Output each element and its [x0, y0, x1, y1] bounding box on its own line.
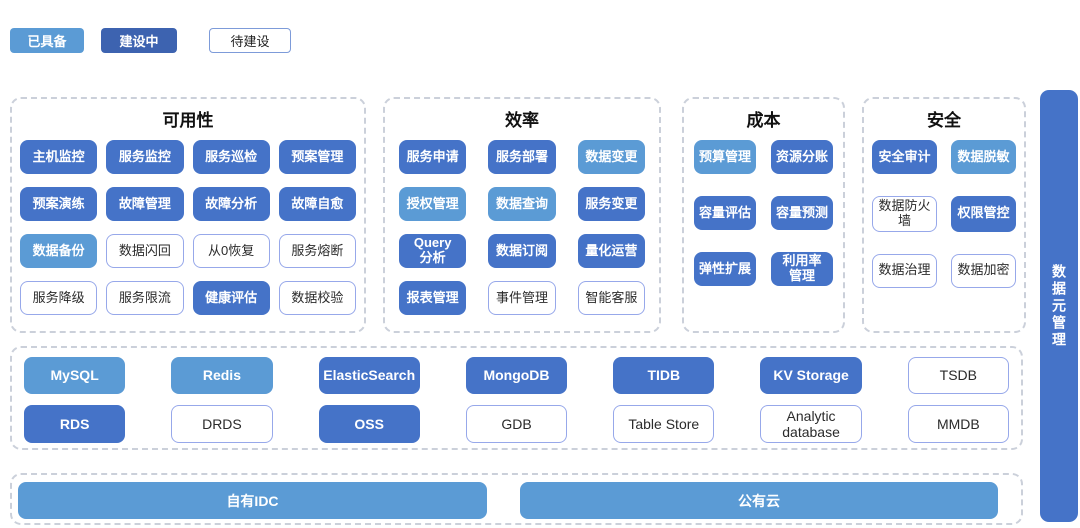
capability-item: 故障自愈: [278, 187, 356, 221]
infrastructure-bar: 自有IDC: [18, 482, 487, 519]
capability-item: 资源分账: [771, 140, 833, 174]
legend: 已具备 建设中 待建设: [10, 28, 291, 53]
legend-ready-chip: 已具备: [10, 28, 84, 53]
section-title-cost: 成本: [746, 111, 781, 130]
capability-item: 服务熔断: [278, 234, 356, 268]
storage-item: KV Storage: [760, 357, 862, 394]
capability-item: 预算管理: [694, 140, 756, 174]
capability-item: 服务巡检: [192, 140, 270, 174]
capability-item: 预案管理: [278, 140, 356, 174]
capability-item: 数据查询: [488, 187, 556, 221]
capability-item: 故障管理: [106, 187, 184, 221]
storage-item: TIDB: [613, 357, 715, 394]
capability-item: 数据校验: [278, 281, 356, 315]
storage-item: Analytic database: [760, 405, 862, 444]
cost-grid: 预算管理资源分账容量评估容量预测弹性扩展利用率 管理: [684, 131, 843, 295]
section-efficiency: 效率 服务申请服务部署数据变更授权管理数据查询服务变更 Query 分析数据订阅量…: [383, 97, 661, 333]
section-title-security: 安全: [927, 111, 961, 130]
capability-item: 从0恢复: [192, 234, 270, 268]
capability-item: 服务限流: [106, 281, 184, 315]
capability-item: 主机监控: [20, 140, 98, 174]
storage-item: DRDS: [171, 405, 273, 444]
efficiency-grid: 服务申请服务部署数据变更授权管理数据查询服务变更 Query 分析数据订阅量化运营…: [385, 131, 659, 324]
storage-item: TSDB: [907, 357, 1009, 394]
storage-item: MongoDB: [465, 357, 568, 394]
meta-data-management-label: 数据元管理: [1051, 263, 1067, 349]
capability-item: 事件管理: [488, 281, 556, 315]
section-infrastructure: 自有IDC 公有云: [10, 473, 1023, 525]
capability-item: 健康评估: [192, 281, 270, 315]
capability-item: 数据脱敏: [951, 140, 1016, 174]
storage-item: OSS: [318, 405, 420, 444]
section-availability: 可用性 主机监控服务监控服务巡检预案管理预案演练故障管理故障分析故障自愈数据备份…: [10, 97, 366, 333]
capability-item: 数据治理: [872, 253, 937, 288]
capability-item: 故障分析: [192, 187, 270, 221]
capability-item: 容量预测: [771, 196, 833, 230]
capability-item: 弹性扩展: [694, 252, 756, 286]
capability-item: 量化运营: [577, 234, 645, 268]
capability-item: 服务申请: [399, 140, 467, 174]
storage-item: MMDB: [907, 405, 1009, 444]
capability-item: 报表管理: [399, 281, 467, 315]
capability-item: Query 分析: [399, 234, 467, 268]
storage-item: Table Store: [613, 405, 715, 444]
storage-grid: MySQL Redis ElasticSearch MongoDB TIDB KV Sto…: [12, 348, 1021, 452]
capability-item: 利用率 管理: [771, 252, 833, 286]
section-title-availability: 可用性: [162, 111, 214, 130]
meta-data-management-bar: 数据元管理: [1040, 90, 1078, 522]
capability-item: 安全审计: [872, 140, 937, 174]
capability-item: 服务变更: [577, 187, 645, 221]
capability-item: 服务降级: [20, 281, 98, 315]
capability-item: 数据闪回: [106, 234, 184, 268]
storage-item: Redis: [171, 357, 273, 394]
capability-item: 数据加密: [951, 253, 1016, 288]
storage-item: GDB: [465, 405, 568, 444]
capability-item: 数据订阅: [488, 234, 556, 268]
capability-item: 数据防火 墙: [872, 196, 937, 232]
security-grid: 安全审计数据脱敏数据防火 墙权限管控数据治理数据加密: [864, 131, 1024, 297]
section-security: 安全 安全审计数据脱敏数据防火 墙权限管控数据治理数据加密: [862, 97, 1026, 333]
capability-item: 权限管控: [951, 196, 1016, 232]
storage-item: MySQL: [24, 357, 126, 394]
section-cost: 成本 预算管理资源分账容量评估容量预测弹性扩展利用率 管理: [682, 97, 845, 333]
storage-item: ElasticSearch: [318, 357, 420, 394]
capability-item: 服务部署: [488, 140, 556, 174]
section-title-efficiency: 效率: [505, 111, 539, 130]
capability-item: 智能客服: [577, 281, 645, 315]
availability-grid: 主机监控服务监控服务巡检预案管理预案演练故障管理故障分析故障自愈数据备份数据闪回…: [12, 131, 364, 324]
legend-planned-chip: 待建设: [209, 28, 291, 53]
capability-item: 授权管理: [399, 187, 467, 221]
infrastructure-bar: 公有云: [520, 482, 998, 519]
storage-item: RDS: [24, 405, 126, 444]
capability-item: 数据备份: [20, 234, 98, 268]
capability-item: 容量评估: [694, 196, 756, 230]
infrastructure-row: 自有IDC 公有云: [12, 475, 1021, 519]
capability-item: 服务监控: [106, 140, 184, 174]
legend-building-chip: 建设中: [101, 28, 177, 53]
capability-item: 预案演练: [20, 187, 98, 221]
section-storage-engines: MySQL Redis ElasticSearch MongoDB TIDB KV Sto…: [10, 346, 1023, 450]
capability-item: 数据变更: [577, 140, 645, 174]
